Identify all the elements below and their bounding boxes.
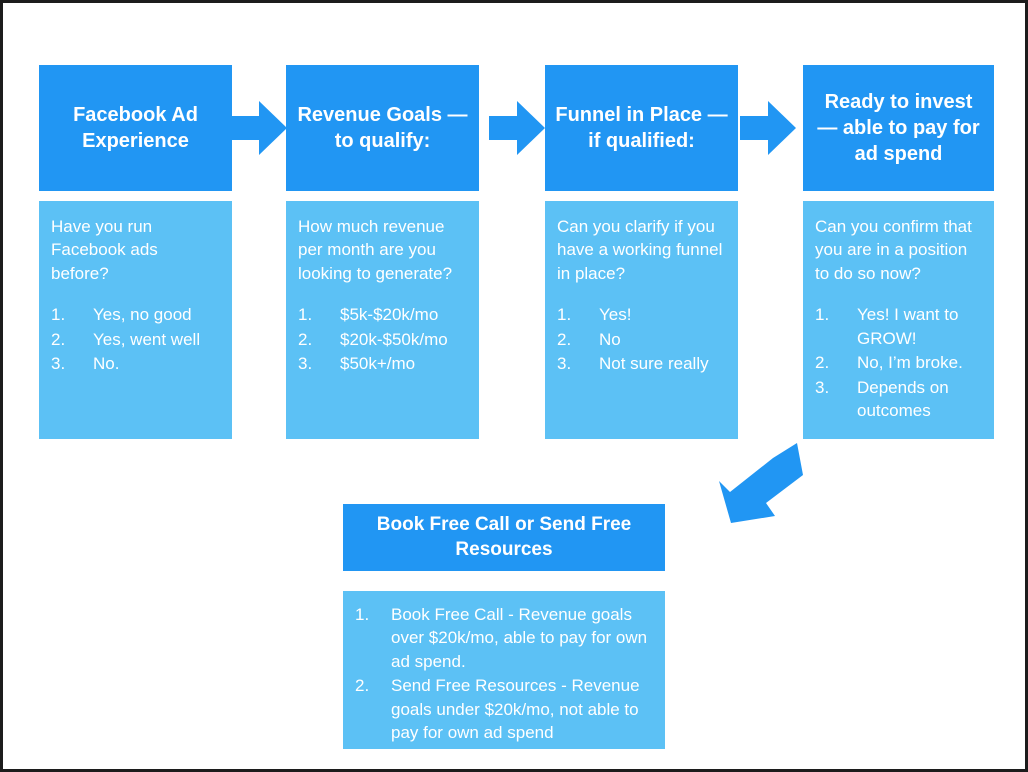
outcome-body: Book Free Call - Revenue goals over $20k…: [343, 591, 665, 749]
outcome-header: Book Free Call or Send Free Resources: [343, 504, 665, 571]
arrow-stage2-to-stage3-icon: [489, 101, 545, 155]
stage-1-options: Yes, no good Yes, went well No.: [51, 303, 220, 376]
list-item: Depends on outcomes: [815, 376, 949, 421]
stage-3-options: Yes! No Not sure really: [557, 303, 726, 376]
stage-2-body: How much revenue per month are you looki…: [286, 201, 479, 439]
stage-4-header: Ready to invest — able to pay for ad spe…: [803, 65, 994, 191]
stage-1-body: Have you run Facebook ads before? Yes, n…: [39, 201, 232, 439]
stage-1-question: Have you run Facebook ads before?: [51, 217, 158, 283]
stage-4-question: Can you confirm that you are in a positi…: [815, 217, 972, 283]
stage-3-header-label: Funnel in Place — if qualified:: [555, 104, 728, 152]
stage-4-options: Yes! I want to GROW! No, I’m broke. Depe…: [815, 303, 982, 422]
stage-2-header-label: Revenue Goals — to qualify:: [297, 104, 468, 152]
outcome-header-label: Book Free Call or Send Free Resources: [376, 513, 632, 560]
list-item: Yes, no good: [51, 303, 192, 327]
list-item: $50k+/mo: [298, 352, 416, 376]
list-item: Yes!: [557, 303, 632, 327]
stage-2-question: How much revenue per month are you looki…: [298, 217, 453, 283]
arrow-stage1-to-stage2-icon: [231, 101, 287, 155]
stage-3-question: Can you clarify if you have a working fu…: [557, 217, 723, 283]
list-item: No, I’m broke.: [815, 351, 963, 375]
list-item: $20k-$50k/mo: [298, 328, 448, 352]
stage-4-body: Can you confirm that you are in a positi…: [803, 201, 994, 439]
list-item: No: [557, 328, 621, 352]
arrow-stage4-to-outcome-icon: [679, 437, 809, 529]
stage-2-header: Revenue Goals — to qualify:: [286, 65, 479, 191]
list-item: Yes, went well: [51, 328, 201, 352]
stage-1-header: Facebook Ad Experience: [39, 65, 232, 191]
list-item: Yes! I want to GROW!: [815, 303, 959, 348]
list-item: Not sure really: [557, 352, 709, 376]
stage-3-header: Funnel in Place — if qualified:: [545, 65, 738, 191]
stage-4-header-label: Ready to invest — able to pay for ad spe…: [817, 91, 980, 165]
list-item: No.: [51, 352, 120, 376]
stage-2-options: $5k-$20k/mo $20k-$50k/mo $50k+/mo: [298, 303, 467, 376]
list-item: Send Free Resources - Revenue goals unde…: [355, 674, 640, 743]
stage-1-header-label: Facebook Ad Experience: [73, 104, 198, 152]
outcome-options: Book Free Call - Revenue goals over $20k…: [355, 603, 653, 745]
list-item: Book Free Call - Revenue goals over $20k…: [355, 603, 648, 671]
stage-3-body: Can you clarify if you have a working fu…: [545, 201, 738, 439]
list-item: $5k-$20k/mo: [298, 303, 439, 327]
arrow-stage3-to-stage4-icon: [740, 101, 796, 155]
